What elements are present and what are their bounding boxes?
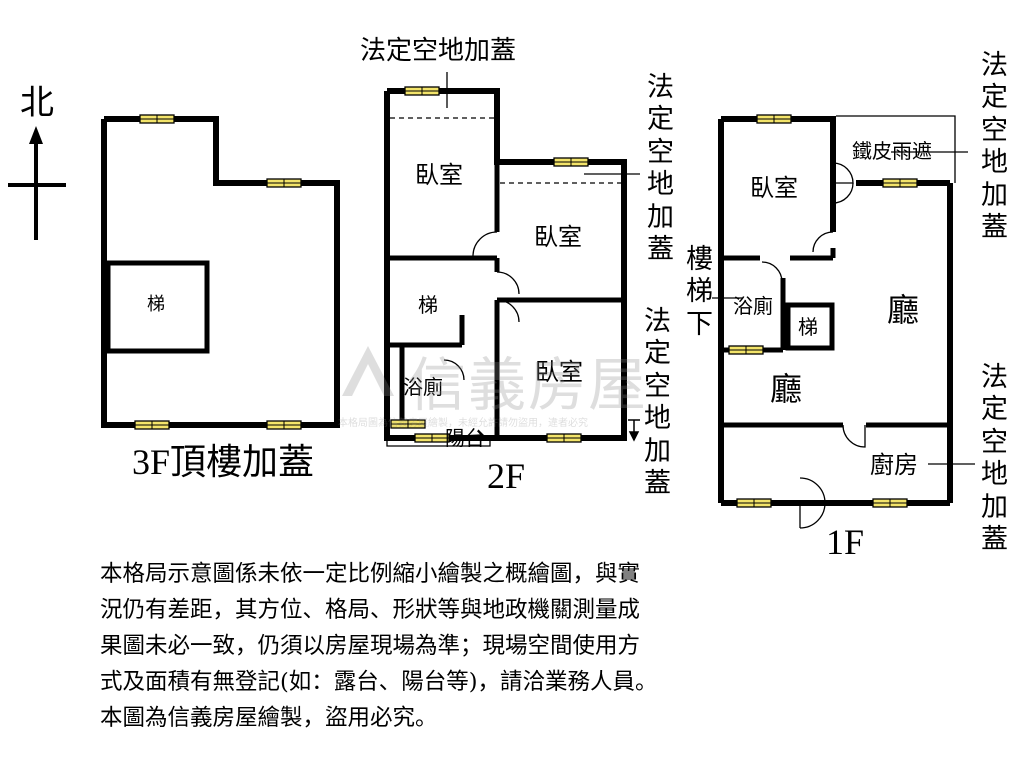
floor-2f-door-arcs bbox=[443, 231, 520, 381]
f2-bedroom-b-label: 臥室 bbox=[534, 223, 582, 251]
disclaimer-line: 本圖為信義房屋繪製，盜用必究。 bbox=[100, 705, 438, 731]
compass-north-label: 北 bbox=[20, 83, 54, 123]
f2-title: 2F bbox=[487, 456, 526, 496]
f2-bedroom-a-label: 臥室 bbox=[415, 161, 463, 189]
f2-right-legal-extension-vertical: 法 定 空 地 加 蓋 bbox=[647, 72, 674, 265]
f1-iron-canopy-label: 鐵皮雨遮 bbox=[852, 139, 932, 163]
floor-2f-dashed-extension-lines bbox=[390, 117, 621, 184]
disclaimer-text: 本格局示意圖係未依一定比例縮小繪製之概繪圖，與實 況仍有差距，其方位、格局、形狀… bbox=[100, 556, 790, 736]
f3-stairs-label: 梯 bbox=[147, 294, 165, 315]
f3-title: 3F頂樓加蓋 bbox=[132, 442, 315, 482]
f2-stairs-label: 梯 bbox=[418, 293, 438, 317]
floor-3f-walls bbox=[101, 116, 340, 428]
f1-stairs-label: 梯 bbox=[798, 315, 818, 339]
floor-2f-height-marker bbox=[628, 419, 640, 442]
f1-top-legal-extension-vertical: 法 定 空 地 加 蓋 bbox=[981, 50, 1008, 243]
f2-top-legal-extension-label: 法定空地加蓋 bbox=[360, 36, 517, 66]
f1-bedroom-label: 臥室 bbox=[750, 174, 798, 202]
f2-bathroom-label: 浴廁 bbox=[403, 375, 443, 399]
f1-living-a-label: 廳 bbox=[887, 291, 920, 329]
f2-balcony-label: 陽台 bbox=[445, 426, 485, 450]
floor-1f-canopy-outline bbox=[836, 115, 956, 183]
disclaimer-line: 式及面積有無登記(如：露台、陽台等)，請洽業務人員。 bbox=[100, 669, 658, 695]
floor-1f-door-arcs bbox=[761, 162, 866, 529]
disclaimer-line: 況仍有差距，其方位、格局、形狀等與地政機關測量成 bbox=[100, 597, 641, 623]
f1-bottom-legal-extension-vertical: 法 定 空 地 加 蓋 bbox=[981, 362, 1008, 555]
f1-title: 1F bbox=[826, 522, 865, 562]
f2-bedroom-c-label: 臥室 bbox=[535, 358, 583, 386]
f1-bathroom-label: 浴廁 bbox=[733, 294, 773, 318]
f1-under-stairs-vertical: 樓 梯 下 bbox=[686, 244, 713, 340]
disclaimer-line: 果圖未必一致，仍須以房屋現場為準；現場空間使用方 bbox=[100, 633, 641, 659]
floor-2f-balcony bbox=[386, 429, 491, 447]
annotation-leader-lines bbox=[446, 72, 975, 465]
compass-north-arrow bbox=[8, 126, 66, 240]
f1-kitchen-label: 廚房 bbox=[870, 451, 918, 479]
f2-lower-legal-extension-vertical: 法 定 空 地 加 蓋 bbox=[644, 306, 671, 499]
f1-living-b-label: 廳 bbox=[770, 370, 803, 408]
disclaimer-line: 本格局示意圖係未依一定比例縮小繪製之概繪圖，與實 bbox=[100, 561, 641, 587]
